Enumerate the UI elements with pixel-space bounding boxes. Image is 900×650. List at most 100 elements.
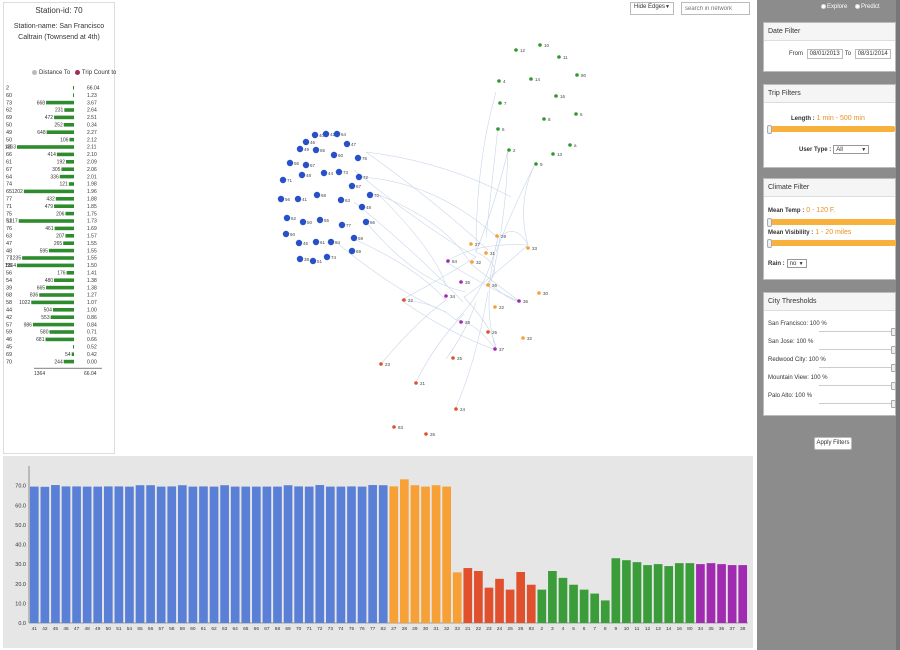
network-node[interactable]: 63 [337, 196, 351, 204]
network-node-dot[interactable] [366, 191, 374, 199]
network-node-dot[interactable] [335, 168, 343, 176]
network-node-dot[interactable] [496, 127, 500, 131]
network-node[interactable]: 8 [542, 117, 551, 122]
temp-slider[interactable] [769, 219, 897, 225]
network-node-dot[interactable] [402, 298, 406, 302]
network-node-dot[interactable] [286, 159, 294, 167]
network-node-dot[interactable] [312, 238, 320, 246]
hide-edges-dropdown[interactable]: Hide Edges▼ [630, 2, 674, 15]
network-node-dot[interactable] [534, 162, 538, 166]
city-slider-mountain-view[interactable] [819, 385, 894, 386]
network-node[interactable]: 67 [302, 161, 316, 169]
network-node-dot[interactable] [451, 356, 455, 360]
network-node[interactable]: 22 [402, 298, 414, 303]
city-handle-palo-alto[interactable] [891, 400, 896, 408]
network-node-dot[interactable] [495, 234, 499, 238]
network-node-dot[interactable] [358, 203, 366, 211]
network-node-dot[interactable] [302, 161, 310, 169]
network-node[interactable]: 59 [350, 234, 364, 242]
rain-select[interactable]: no▼ [786, 259, 807, 268]
network-node[interactable]: 7 [498, 101, 507, 106]
network-node[interactable]: 65 [312, 146, 326, 154]
network-node[interactable]: 48 [358, 203, 372, 211]
city-handle-san-francisco[interactable] [891, 328, 896, 336]
network-node-dot[interactable] [454, 407, 458, 411]
network-node[interactable]: 12 [514, 48, 526, 53]
network-node[interactable]: 72 [355, 173, 369, 181]
network-node-dot[interactable] [575, 73, 579, 77]
network-node-dot[interactable] [497, 79, 501, 83]
network-node[interactable]: 5 [574, 112, 583, 117]
network-node-dot[interactable] [486, 330, 490, 334]
network-node[interactable]: 56 [286, 159, 300, 167]
city-slider-san-jose[interactable] [819, 349, 894, 350]
network-node-dot[interactable] [574, 112, 578, 116]
network-node-dot[interactable] [542, 117, 546, 121]
network-node-dot[interactable] [283, 214, 291, 222]
network-node[interactable]: 9 [534, 162, 543, 167]
network-node-dot[interactable] [322, 130, 330, 138]
network-node[interactable]: 84 [327, 238, 341, 246]
network-node[interactable]: 56 [277, 195, 291, 203]
network-node-dot[interactable] [537, 291, 541, 295]
network-node[interactable]: 71 [279, 176, 293, 184]
network-node[interactable]: 21 [414, 381, 426, 386]
network-node-dot[interactable] [348, 182, 356, 190]
network-node[interactable]: 2 [507, 148, 516, 153]
network-node[interactable]: 62 [283, 214, 297, 222]
network-node[interactable]: 77 [338, 221, 352, 229]
network-node-dot[interactable] [521, 336, 525, 340]
network-node[interactable]: 45 [295, 239, 309, 247]
network-node-dot[interactable] [309, 257, 317, 265]
network-node[interactable]: 32 [470, 260, 482, 265]
network-node-dot[interactable] [514, 48, 518, 52]
network-node-dot[interactable] [392, 425, 396, 429]
network-node-dot[interactable] [529, 77, 533, 81]
network-node-dot[interactable] [350, 234, 358, 242]
length-slider[interactable] [769, 126, 895, 132]
network-node[interactable]: 37 [493, 347, 505, 352]
network-node-dot[interactable] [470, 260, 474, 264]
network-node[interactable]: 26 [424, 432, 436, 437]
network-node[interactable]: 60 [282, 230, 296, 238]
length-slider-min-handle[interactable] [767, 125, 772, 134]
network-node-dot[interactable] [312, 146, 320, 154]
network-node-dot[interactable] [446, 259, 450, 263]
network-node-dot[interactable] [299, 218, 307, 226]
explore-radio[interactable]: Explore [821, 4, 847, 10]
network-node-dot[interactable] [459, 320, 463, 324]
network-node-dot[interactable] [444, 294, 448, 298]
network-node[interactable]: 23 [379, 362, 391, 367]
network-node-dot[interactable] [333, 130, 341, 138]
visibility-slider-min-handle[interactable] [767, 239, 772, 248]
network-node-dot[interactable] [486, 283, 490, 287]
network-node[interactable]: 28 [459, 320, 471, 325]
network-node[interactable]: 4 [497, 79, 506, 84]
city-handle-san-jose[interactable] [891, 346, 896, 354]
user-type-select[interactable]: All▼ [833, 145, 870, 154]
network-node[interactable]: 25 [486, 330, 498, 335]
network-node[interactable]: 46 [302, 138, 316, 146]
network-node[interactable]: 33 [526, 246, 538, 251]
network-node[interactable]: 55 [316, 216, 330, 224]
network-node[interactable]: 61 [312, 238, 326, 246]
city-handle-redwood-city[interactable] [891, 364, 896, 372]
